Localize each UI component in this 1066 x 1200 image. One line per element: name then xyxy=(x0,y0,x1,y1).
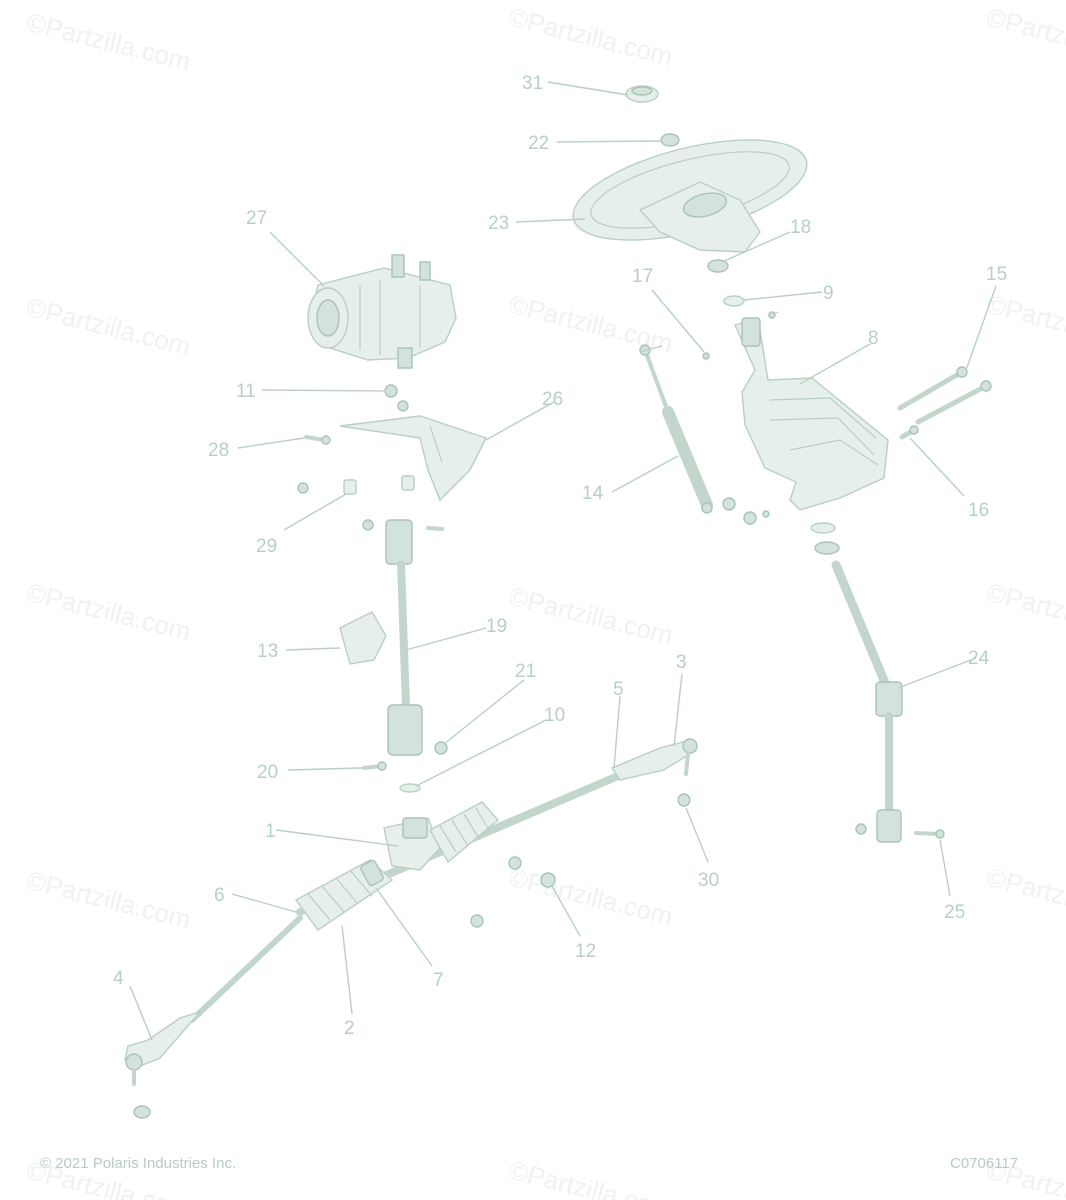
callout-12: 12 xyxy=(575,941,596,962)
part-13-cover xyxy=(339,611,387,665)
part-4-tie-rod-end xyxy=(124,915,303,1119)
callout-6: 6 xyxy=(214,885,225,906)
watermark: ©Partzilla.com xyxy=(506,581,676,651)
callout-9: 9 xyxy=(823,283,834,304)
part-24-upper-shaft xyxy=(810,522,903,843)
callout-22: 22 xyxy=(528,133,549,154)
callout-27: 27 xyxy=(246,208,267,229)
part-26-bracket xyxy=(339,415,487,502)
part-19-intermediate-shaft xyxy=(385,519,423,756)
part-nut xyxy=(397,400,409,412)
part-20-bolt xyxy=(362,761,387,771)
part-31-cap xyxy=(625,85,659,103)
callout-13: 13 xyxy=(257,641,278,662)
callout-18: 18 xyxy=(790,217,811,238)
part-25-bolt xyxy=(914,829,945,839)
copyright-text: © 2021 Polaris Industries Inc. xyxy=(40,1155,237,1172)
watermark: ©Partzilla.com xyxy=(24,292,194,362)
part-14-strut xyxy=(639,344,713,514)
callout-24: 24 xyxy=(968,648,990,669)
watermark: ©Partzilla.com xyxy=(506,2,676,72)
callout-26: 26 xyxy=(542,389,563,410)
callout-25: 25 xyxy=(944,902,965,923)
callout-19: 19 xyxy=(486,616,507,637)
callouts: 31 22 23 18 27 17 9 15 8 11 26 28 14 16 … xyxy=(113,73,1007,1039)
watermark: ©Partzilla.com xyxy=(984,289,1066,359)
callout-21: 21 xyxy=(515,661,536,682)
callout-10: 10 xyxy=(544,705,565,726)
callout-28: 28 xyxy=(208,440,229,461)
watermark: ©Partzilla.com xyxy=(24,577,194,647)
part-30-nut xyxy=(677,793,691,807)
callout-11: 11 xyxy=(236,381,256,402)
part-16-bolt xyxy=(899,425,919,440)
callout-23: 23 xyxy=(488,213,509,234)
part-27-eps-unit xyxy=(307,254,457,369)
part-11-nut xyxy=(384,384,398,398)
part-10-seal xyxy=(399,783,421,793)
part-15-bolts xyxy=(897,366,992,425)
part-21-nut xyxy=(434,741,448,755)
part-28-bolt xyxy=(304,435,331,445)
leader-lines xyxy=(129,81,997,1041)
callout-31: 31 xyxy=(522,73,543,94)
callout-3: 3 xyxy=(676,652,687,673)
callout-16: 16 xyxy=(968,500,989,521)
part-22-nut xyxy=(660,133,680,147)
watermark: ©Partzilla.com xyxy=(24,865,194,935)
watermark: ©Partzilla.com xyxy=(506,862,676,932)
callout-15: 15 xyxy=(986,264,1007,285)
callout-29: 29 xyxy=(256,536,277,557)
callout-17: 17 xyxy=(632,266,653,287)
callout-8: 8 xyxy=(868,328,879,349)
watermark: ©Partzilla.com xyxy=(506,1155,676,1200)
part-29-fasteners xyxy=(297,475,444,531)
callout-14: 14 xyxy=(582,483,604,504)
callout-30: 30 xyxy=(698,870,719,891)
part-3-tie-rod-end xyxy=(610,738,698,781)
part-8-column-bracket xyxy=(734,317,889,511)
part-nuts-column xyxy=(722,497,770,525)
part-18-bushing xyxy=(707,259,729,273)
callout-2: 2 xyxy=(344,1018,355,1039)
callout-7: 7 xyxy=(433,970,444,991)
callout-5: 5 xyxy=(613,679,624,700)
watermark: ©Partzilla.com xyxy=(984,862,1066,932)
diagram-code: C0706117 xyxy=(950,1155,1019,1172)
callout-1: 1 xyxy=(265,821,276,842)
part-6-boot xyxy=(294,859,394,931)
part-23-steering-wheel xyxy=(572,139,808,253)
callout-20: 20 xyxy=(257,762,278,783)
watermark: ©Partzilla.com xyxy=(984,577,1066,647)
watermark: ©Partzilla.com xyxy=(984,2,1066,72)
watermark: ©Partzilla.com xyxy=(24,7,194,77)
part-17-ball xyxy=(702,352,710,360)
callout-4: 4 xyxy=(113,968,124,989)
part-9-clip xyxy=(723,295,779,319)
part-12-bushings xyxy=(470,856,556,928)
